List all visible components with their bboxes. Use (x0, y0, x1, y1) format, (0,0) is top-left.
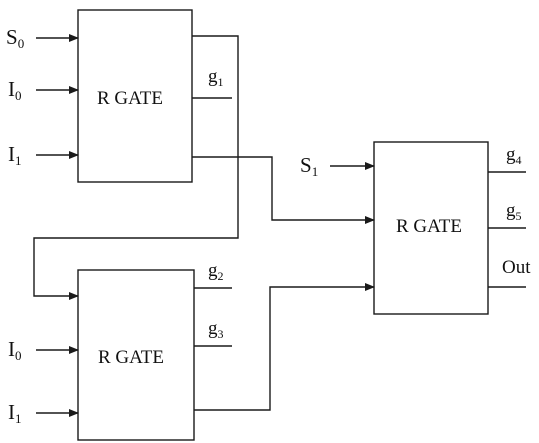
r-gate-1-label: R GATE (97, 88, 163, 109)
r-gate-3-box (373, 141, 489, 315)
i1-top-label: I1 (8, 142, 22, 168)
gate2-to-gate3-wire (194, 283, 375, 411)
i0-top-label: I0 (8, 77, 22, 103)
g2-label: g2 (208, 260, 224, 283)
s0-label: S0 (6, 25, 24, 51)
r-gate-3-label: R GATE (396, 216, 462, 237)
r-gate-1-box (77, 9, 193, 183)
i1-bottom-label: I1 (8, 400, 22, 426)
g1-label: g1 (208, 66, 224, 89)
g5-label: g5 (506, 200, 522, 223)
out-label: Out (502, 257, 531, 278)
i0-bottom-label: I0 (8, 337, 22, 363)
gate1-to-gate2-wire (33, 35, 239, 300)
r-gate-2-box (77, 269, 195, 441)
s1-label: S1 (300, 153, 318, 179)
g3-label: g3 (208, 318, 224, 341)
r-gate-2-label: R GATE (98, 347, 164, 368)
g4-label: g4 (506, 144, 522, 167)
gate1-to-gate3-wire (192, 156, 375, 224)
